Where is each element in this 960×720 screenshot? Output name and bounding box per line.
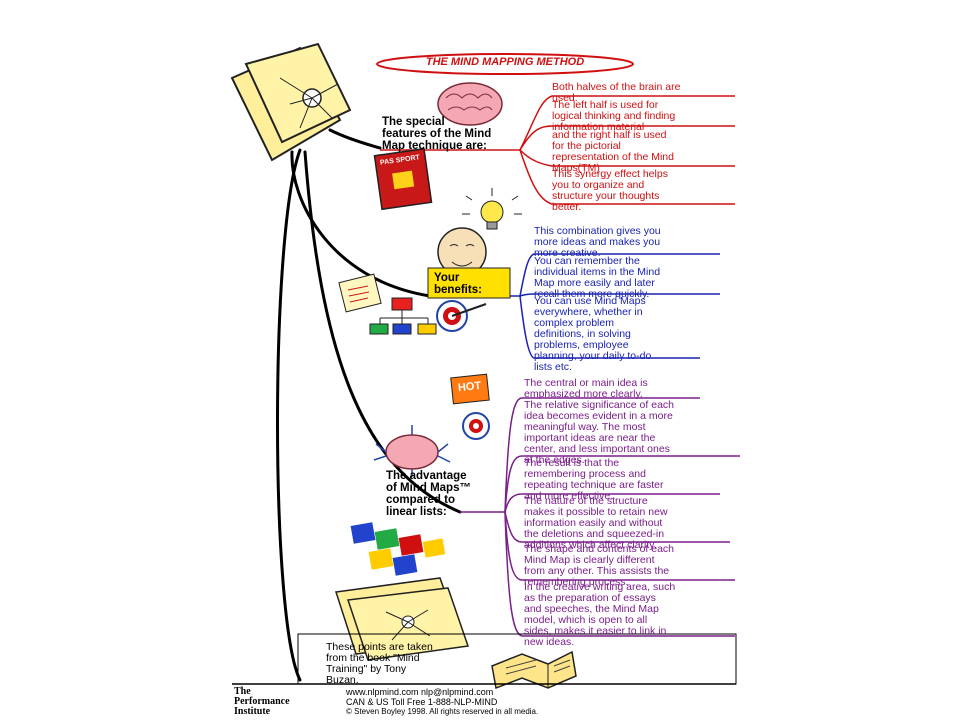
branch2-heading: Your benefits: xyxy=(434,272,482,296)
branch3-item: The nature of the structure makes it pos… xyxy=(524,495,668,551)
org-chart-icon xyxy=(369,297,437,335)
branch1-item: This synergy effect helps you to organiz… xyxy=(552,168,668,213)
branch2-item: You can use Mind Maps everywhere, whethe… xyxy=(534,295,652,373)
checklist-icon xyxy=(338,273,382,313)
passport-icon xyxy=(373,147,433,211)
branch1-item: Both halves of the brain are used. xyxy=(552,81,681,104)
brain-icon xyxy=(437,82,503,126)
central-map-icon xyxy=(230,42,352,162)
branch2-item: You can remember the individual items in… xyxy=(534,255,661,300)
title-banner xyxy=(376,53,634,75)
branch1-item: and the right half is used for the picto… xyxy=(552,129,674,174)
hot-label: HOT xyxy=(457,379,482,395)
light-bulb-icon xyxy=(462,188,522,230)
open-book-icon xyxy=(491,650,577,690)
source-note: These points are taken from the book "Mi… xyxy=(326,641,433,686)
branch3-item: The relative significance of each idea b… xyxy=(524,399,674,466)
smiling-face-icon xyxy=(437,227,487,277)
branch2-item: This combination gives you more ideas an… xyxy=(534,225,661,259)
branch3-item: In the creative writing area, such as th… xyxy=(524,581,676,648)
puzzle-icon xyxy=(350,522,446,576)
branch1-heading: The special features of the Mind Map tec… xyxy=(382,116,492,152)
brain-network-icon xyxy=(373,425,451,477)
benefits-highlight xyxy=(427,267,511,299)
mind-map-sheets-icon xyxy=(335,577,470,661)
footer-org: The Performance Institute xyxy=(234,686,290,717)
hot-sign-icon xyxy=(450,373,490,405)
target-icon-2 xyxy=(462,412,490,440)
footer-web: www.nlpmind.com nlp@nlpmind.com xyxy=(346,687,494,697)
branch3-item: The shape and contents of each Mind Map … xyxy=(524,543,675,588)
branch3-item: The result is that the remembering proce… xyxy=(524,457,664,502)
branch1-item: The left half is used for logical thinki… xyxy=(552,99,676,133)
branch3-heading: The advantage of Mind Maps™ compared to … xyxy=(386,470,471,518)
branch3-item: The central or main idea is emphasized m… xyxy=(524,377,648,400)
footer-copyright: © Steven Boyley 1998. All rights reserve… xyxy=(346,707,539,716)
page-title: THE MIND MAPPING METHOD xyxy=(425,56,585,68)
footer-phone: CAN & US Toll Free 1-888-NLP-MIND xyxy=(346,697,498,707)
target-icon xyxy=(436,300,487,332)
